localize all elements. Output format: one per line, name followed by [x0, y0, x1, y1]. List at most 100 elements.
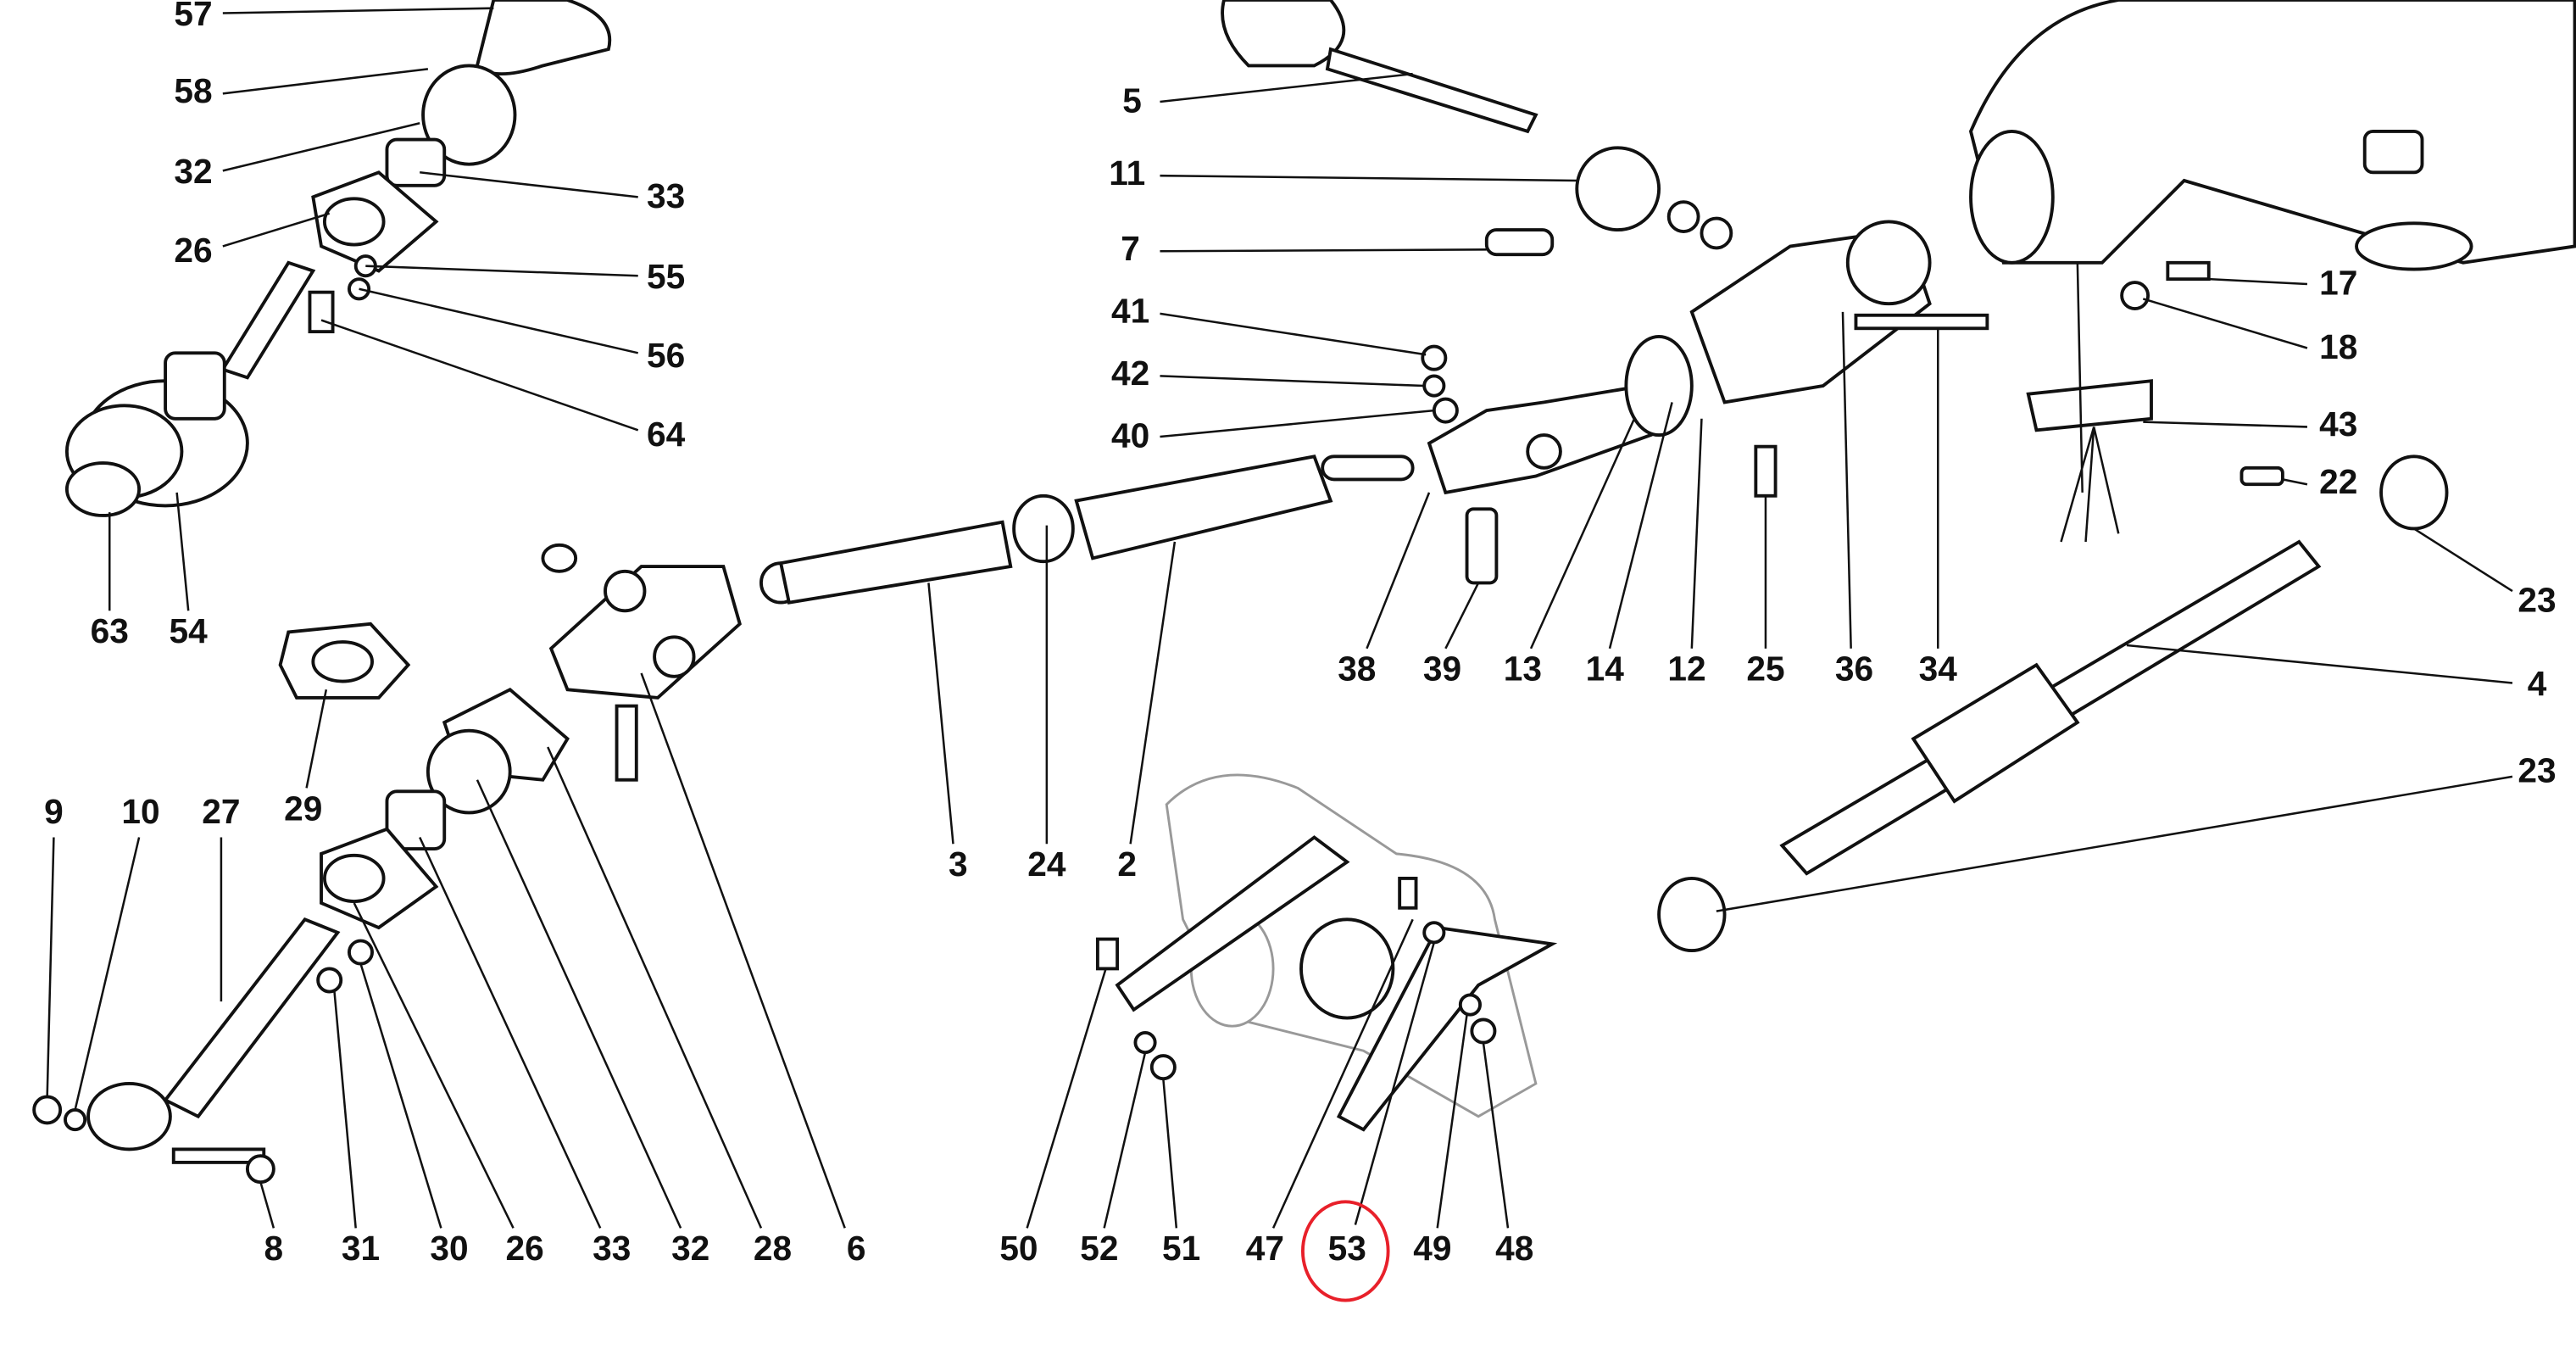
part-label-41: 41 — [1111, 292, 1149, 331]
leader-line-13 — [1529, 418, 1636, 650]
leader-line-32 — [222, 121, 420, 172]
leader-line-5 — [1160, 72, 1413, 103]
leader-line-33 — [420, 171, 638, 198]
part-label-22: 22 — [2319, 462, 2357, 501]
leader-line-23 — [2413, 527, 2513, 593]
leader-line-4 — [2126, 644, 2513, 684]
part-label-10: 10 — [121, 792, 159, 831]
leader-line-29 — [305, 689, 328, 789]
leader-line-18 — [2142, 298, 2308, 349]
part-label-13: 13 — [1504, 650, 1542, 689]
leader-line-53 — [1354, 942, 1436, 1225]
part-label-26: 26 — [174, 231, 212, 270]
part-label-51: 51 — [1162, 1229, 1200, 1268]
leader-line-58 — [222, 68, 429, 95]
leader-line-14 — [1608, 402, 1673, 650]
part-label-34: 34 — [1919, 650, 1958, 689]
part-label-52: 52 — [1080, 1229, 1118, 1268]
part-label-6: 6 — [847, 1229, 866, 1268]
part-label-5: 5 — [1122, 81, 1142, 120]
part-drawings — [32, 0, 2576, 1185]
part-label-39: 39 — [1423, 650, 1461, 689]
part-label-32: 32 — [174, 152, 212, 191]
part-label-36: 36 — [1835, 650, 1873, 689]
leader-line-48 — [1482, 1042, 1510, 1229]
part-label-18: 18 — [2319, 327, 2357, 366]
leader-line-2 — [1129, 541, 1177, 845]
leader-line-50 — [1026, 968, 1107, 1229]
bracket-assembly — [1095, 773, 1558, 1132]
leader-line-23 — [1716, 775, 2513, 912]
part-label-40: 40 — [1111, 416, 1149, 455]
part-label-27: 27 — [202, 792, 240, 831]
part-label-38: 38 — [1338, 650, 1376, 689]
leader-line-26 — [353, 902, 515, 1229]
part-label-32: 32 — [671, 1229, 709, 1268]
leader-line-36 — [1841, 311, 1852, 649]
part-label-54: 54 — [170, 611, 209, 650]
highlight-circle — [1300, 1200, 1390, 1302]
steering-box-assembly — [1221, 0, 2576, 585]
leader-line-8 — [259, 1181, 275, 1229]
part-label-63: 63 — [91, 611, 129, 650]
part-label-7: 7 — [1121, 229, 1140, 268]
leader-line-49 — [1436, 1014, 1468, 1229]
part-label-43: 43 — [2319, 404, 2357, 443]
part-label-26: 26 — [506, 1229, 544, 1268]
intermediate-shaft — [541, 454, 1415, 782]
leader-line-31 — [333, 991, 357, 1229]
leader-line-22 — [2282, 478, 2308, 486]
part-label-25: 25 — [1746, 650, 1784, 689]
part-label-28: 28 — [754, 1229, 792, 1268]
leader-line-57 — [222, 7, 494, 14]
upper-left-assembly — [64, 0, 612, 517]
part-label-14: 14 — [1586, 650, 1625, 689]
leader-line-10 — [74, 837, 141, 1111]
leader-line-43 — [2143, 421, 2307, 428]
leader-lines — [46, 7, 2513, 1229]
leader-line-32 — [476, 779, 682, 1229]
leader-line-12 — [1690, 418, 1703, 649]
part-label-49: 49 — [1413, 1229, 1451, 1268]
part-label-9: 9 — [44, 792, 64, 831]
leader-line-11 — [1160, 174, 1577, 182]
part-label-55: 55 — [647, 257, 685, 296]
leader-line-51 — [1162, 1079, 1178, 1229]
part-label-50: 50 — [999, 1229, 1038, 1268]
leader-line-42 — [1160, 375, 1425, 387]
leader-line-55 — [365, 265, 638, 277]
lower-left-assembly — [32, 687, 570, 1185]
part-label-8: 8 — [264, 1229, 284, 1268]
leader-line-9 — [46, 837, 55, 1097]
leader-line-7 — [1160, 248, 1487, 253]
leader-line-56 — [359, 287, 639, 354]
part-label-4: 4 — [2528, 664, 2547, 703]
part-label-29: 29 — [284, 789, 322, 828]
part-label-23: 23 — [2518, 580, 2556, 619]
leader-line-3 — [927, 583, 954, 845]
leader-line-28 — [547, 746, 763, 1229]
steering-column-4 — [1657, 539, 2322, 953]
part-label-31: 31 — [342, 1229, 380, 1268]
part-label-33: 33 — [593, 1229, 631, 1268]
leader-line-30 — [359, 963, 442, 1229]
leader-line-40 — [1160, 409, 1434, 438]
part-label-24: 24 — [1027, 845, 1066, 884]
part-label-58: 58 — [174, 71, 212, 110]
part-label-64: 64 — [647, 415, 686, 454]
part-label-23: 23 — [2518, 751, 2556, 790]
leader-line-33 — [419, 836, 602, 1229]
leader-line-38 — [1366, 492, 1431, 650]
part-label-56: 56 — [647, 336, 685, 375]
leader-line-52 — [1103, 1051, 1147, 1229]
part-label-30: 30 — [430, 1229, 468, 1268]
part-label-3: 3 — [949, 845, 968, 884]
leader-line-39 — [1444, 582, 1480, 650]
part-label-53: 53 — [1328, 1229, 1366, 1268]
part-label-17: 17 — [2319, 264, 2357, 303]
leader-line-17 — [2208, 277, 2308, 286]
part-label-48: 48 — [1495, 1229, 1533, 1268]
